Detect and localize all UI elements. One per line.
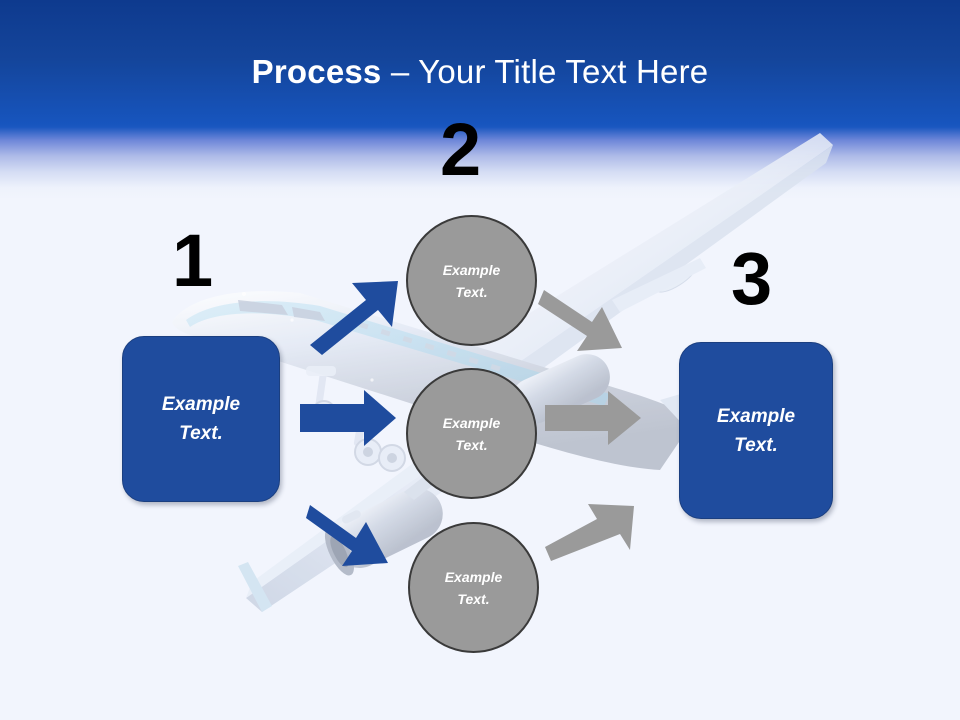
circle-top[interactable]: Example Text. [406,215,537,346]
input-box[interactable]: Example Text. [122,336,280,502]
page-title-strong: Process [251,53,382,90]
output-box-line2: Text. [734,434,778,456]
page-title: Process – Your Title Text Here [0,52,960,92]
input-box-line2: Text. [179,423,223,444]
output-box-line1: Example [716,405,796,427]
output-box[interactable]: Example Text. [679,342,833,519]
circle-top-line1: Example [442,261,501,278]
circle-middle-line2: Text. [455,436,488,453]
arrow-in-middle[interactable] [300,390,396,446]
input-box-line1: Example [161,394,241,415]
circle-middle-line1: Example [442,414,501,431]
circle-top-line2: Text. [455,283,488,300]
step-number-2: 2 [440,108,482,191]
arrow-in-top[interactable] [310,281,398,355]
step-number-1: 1 [172,219,214,302]
arrow-out-bottom[interactable] [545,504,634,561]
circle-bottom-line2: Text. [457,590,490,607]
page-title-light: – Your Title Text Here [381,53,709,90]
circle-middle[interactable]: Example Text. [406,368,537,499]
arrow-out-top[interactable] [538,290,622,351]
arrow-out-middle[interactable] [545,391,641,445]
circle-bottom[interactable]: Example Text. [408,522,539,653]
step-number-3: 3 [731,237,773,320]
arrow-in-bottom[interactable] [306,505,388,566]
circle-bottom-line1: Example [444,568,503,585]
